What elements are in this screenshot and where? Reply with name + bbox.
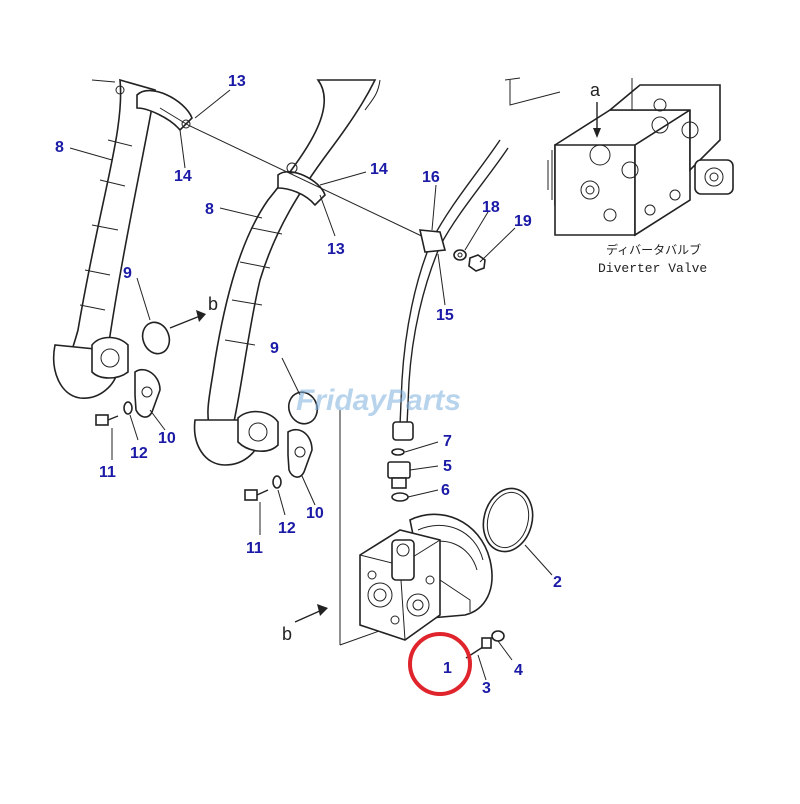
watermark-logo: FridayParts xyxy=(296,384,461,417)
view-ref-a: a xyxy=(590,80,601,100)
top-bolt-left xyxy=(91,79,125,95)
label-part-9-left: 9 xyxy=(123,265,132,282)
bolt-middle xyxy=(244,489,269,501)
o-ring-left xyxy=(141,321,171,355)
o-ring-6 xyxy=(391,492,409,502)
label-part-13-middle: 13 xyxy=(327,241,345,258)
label-part-3: 3 xyxy=(482,680,491,697)
label-part-18: 18 xyxy=(482,199,500,216)
support-rod xyxy=(159,107,431,241)
bolt-left xyxy=(95,414,119,426)
label-part-10-left: 10 xyxy=(158,430,176,447)
label-part-16: 16 xyxy=(422,169,440,186)
label-part-11-middle: 11 xyxy=(246,540,263,557)
view-ref-b2: b xyxy=(282,624,292,644)
split-flange-left xyxy=(134,368,161,418)
label-part-13-top: 13 xyxy=(228,73,246,90)
label-part-5: 5 xyxy=(443,458,452,475)
o-ring-7 xyxy=(391,448,405,456)
view-ref-b-upper: b xyxy=(169,294,218,329)
label-part-12-left: 12 xyxy=(130,445,148,462)
gasket-2 xyxy=(482,487,534,553)
label-part-1: 1 xyxy=(443,660,452,677)
view-ref-b-lower: b xyxy=(282,604,328,644)
hose-middle xyxy=(193,77,521,466)
washer-middle xyxy=(272,475,282,489)
hose-left xyxy=(53,78,156,399)
label-part-11-left: 11 xyxy=(99,464,116,481)
label-part-8-left: 8 xyxy=(55,139,64,156)
label-part-19: 19 xyxy=(514,213,532,230)
hydraulic-pump xyxy=(359,513,493,641)
leader-lines xyxy=(69,89,553,576)
diverter-valve-caption-en: Diverter Valve xyxy=(598,261,707,276)
split-flange-middle xyxy=(287,428,313,478)
label-part-6: 6 xyxy=(441,482,450,499)
hose-clamp-middle xyxy=(277,162,326,207)
label-part-9-middle: 9 xyxy=(270,340,279,357)
washer-left xyxy=(123,401,133,415)
label-part-7: 7 xyxy=(443,433,452,450)
label-part-14-middle: 14 xyxy=(370,161,388,178)
label-part-4: 4 xyxy=(514,662,523,679)
label-part-2: 2 xyxy=(553,574,562,591)
elbow-fitting-5 xyxy=(387,461,411,489)
diverter-valve-drawing xyxy=(547,78,734,237)
view-ref-b1: b xyxy=(208,294,218,314)
highlight-circle xyxy=(408,632,472,696)
diverter-valve-inset: a ディバータバルブ Diverter Valve xyxy=(509,78,734,276)
label-part-10-middle: 10 xyxy=(306,505,324,522)
washer-18 xyxy=(453,249,467,261)
label-part-15: 15 xyxy=(436,307,454,324)
part-labels: 1 2 3 4 5 6 7 8 8 9 9 10 10 11 11 12 12 … xyxy=(55,73,562,697)
thin-pipe xyxy=(392,139,509,441)
label-part-14-left: 14 xyxy=(174,168,192,185)
nut-19 xyxy=(468,254,486,272)
o-ring-middle xyxy=(287,391,319,425)
label-part-12-middle: 12 xyxy=(278,520,296,537)
washer-4 xyxy=(491,630,505,642)
diverter-valve-caption-jp: ディバータバルブ xyxy=(606,242,701,257)
label-part-8-middle: 8 xyxy=(205,201,214,218)
